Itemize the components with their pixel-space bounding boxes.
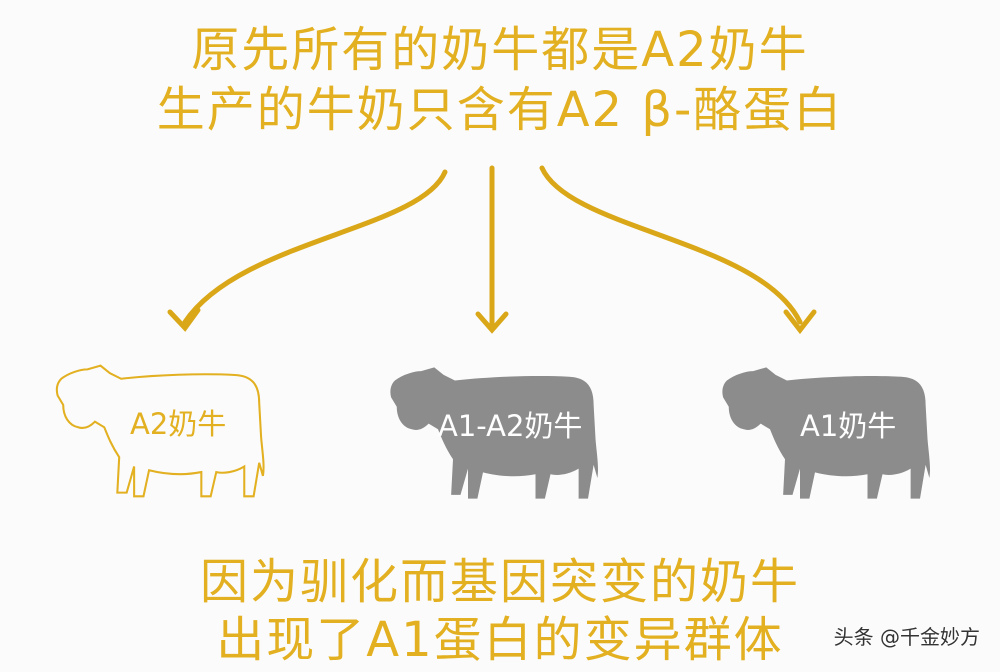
cow-label-a1-a2: A1-A2奶牛 [438, 409, 583, 443]
cow-label-a2: A2奶牛 [130, 407, 227, 441]
watermark: 头条 @千金妙方 [833, 625, 980, 649]
title-line-1: 原先所有的奶牛都是A2奶牛 [191, 22, 809, 78]
bottom-line-2: 出现了A1蛋白的变异群体 [216, 612, 784, 668]
bottom-line-1: 因为驯化而基因突变的奶牛 [199, 554, 800, 610]
cow-label-a1: A1奶牛 [800, 409, 897, 443]
title-line-2: 生产的牛奶只含有A2 β-酪蛋白 [156, 82, 844, 138]
arrow-right [539, 165, 817, 335]
arrow-left [167, 169, 448, 332]
arrow-center [475, 165, 509, 334]
